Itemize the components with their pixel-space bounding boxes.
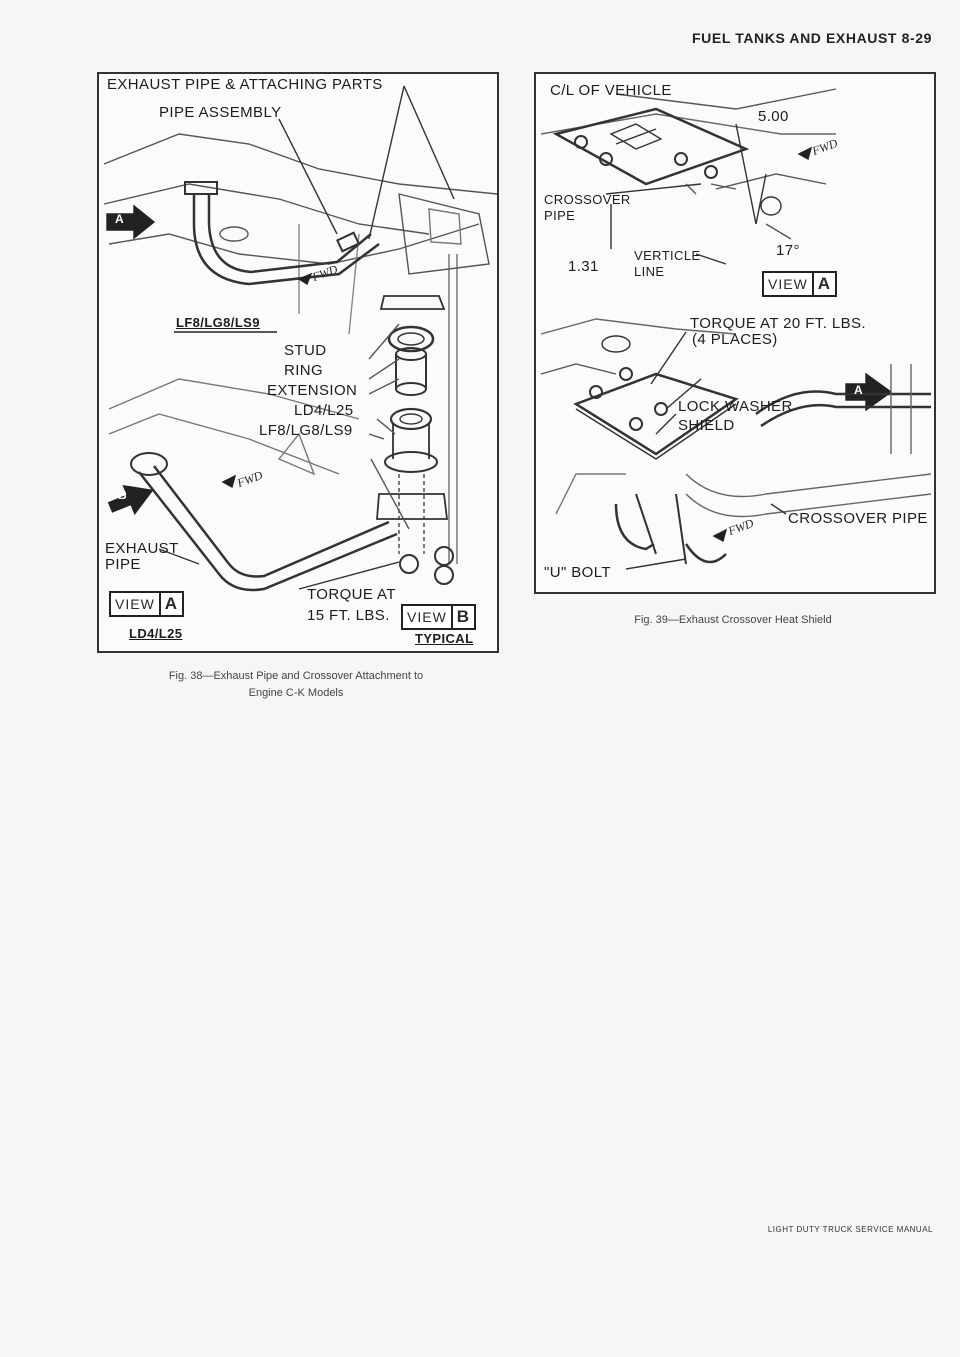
label-torque-20: TORQUE AT 20 FT. LBS. bbox=[690, 315, 866, 332]
label-extension: EXTENSION bbox=[267, 382, 358, 399]
figure-39-drawing bbox=[540, 88, 932, 570]
view-a-letter: A bbox=[158, 593, 178, 615]
label-4-places: (4 PLACES) bbox=[692, 331, 778, 348]
label-ld4-bottom: LD4/L25 bbox=[129, 626, 183, 641]
label-angle: 17° bbox=[776, 242, 800, 259]
label-exhaust-pipe: EXHAUST PIPE bbox=[105, 540, 179, 573]
label-ld4-l25: LD4/L25 bbox=[294, 402, 354, 419]
view-b-label: VIEW bbox=[407, 609, 447, 625]
label-shield: SHIELD bbox=[678, 417, 735, 434]
view-b-letter: B bbox=[450, 606, 470, 628]
figure-38-caption: Fig. 38—Exhaust Pipe and Crossover Attac… bbox=[97, 668, 495, 702]
label-stud: STUD bbox=[284, 342, 327, 359]
label-pipe-assembly: PIPE ASSEMBLY bbox=[159, 104, 282, 121]
figure-38-drawing bbox=[103, 85, 497, 592]
label-ring: RING bbox=[284, 362, 324, 379]
page-footer: LIGHT DUTY TRUCK SERVICE MANUAL bbox=[767, 1225, 933, 1234]
page-header: FUEL TANKS AND EXHAUST 8-29 bbox=[692, 30, 932, 46]
label-cl-vehicle: C/L OF VEHICLE bbox=[550, 82, 672, 99]
figure-38-caption-line2: Engine C-K Models bbox=[248, 687, 344, 699]
label-u-bolt: "U" BOLT bbox=[544, 564, 611, 581]
view-label: VIEW bbox=[768, 276, 808, 292]
marker-a-letter-2: A bbox=[854, 383, 864, 397]
label-lf8: LF8/LG8/LS9 bbox=[176, 315, 260, 330]
marker-b-letter: B bbox=[118, 488, 128, 502]
view-letter: A bbox=[811, 273, 831, 295]
label-verticle-line: VERTICLE LINE bbox=[634, 248, 701, 279]
figure-39-caption: Fig. 39—Exhaust Crossover Heat Shield bbox=[634, 614, 832, 626]
figure-38: EXHAUST PIPE & ATTACHING PARTS PIPE ASSE… bbox=[97, 72, 499, 653]
label-lock-washer: LOCK WASHER bbox=[678, 398, 793, 415]
figure-38-caption-line1: Fig. 38—Exhaust Pipe and Crossover Attac… bbox=[168, 670, 424, 682]
view-a-label: VIEW bbox=[115, 596, 155, 612]
label-dim-500: 5.00 bbox=[758, 108, 789, 125]
label-torque: TORQUE AT bbox=[307, 586, 396, 603]
label-typical: TYPICAL bbox=[415, 631, 474, 646]
label-dim-131: 1.31 bbox=[568, 258, 599, 275]
label-lf8-2: LF8/LG8/LS9 bbox=[259, 422, 353, 439]
label-crossover-pipe-2: CROSSOVER PIPE bbox=[788, 510, 928, 527]
label-crossover-pipe: CROSSOVER PIPE bbox=[544, 192, 631, 223]
label-torque-value: 15 FT. LBS. bbox=[307, 607, 390, 624]
figure-39: C/L OF VEHICLE 5.00 CROSSOVER PIPE 1.31 … bbox=[534, 72, 936, 594]
figure-38-title: EXHAUST PIPE & ATTACHING PARTS bbox=[107, 76, 383, 93]
marker-a-letter: A bbox=[115, 212, 125, 226]
